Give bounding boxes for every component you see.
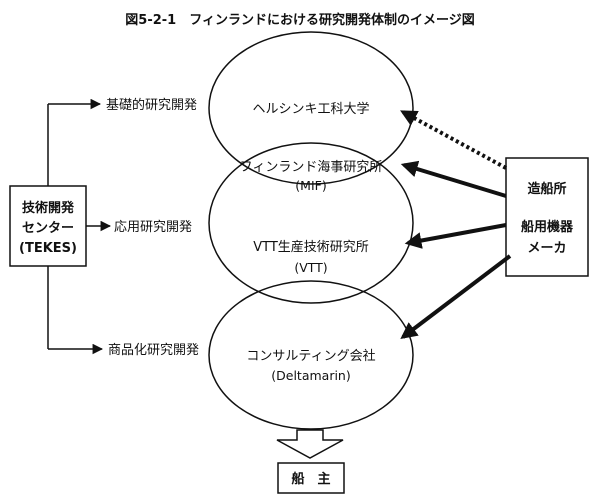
helsinki-label: ヘルシンキ工科大学 <box>252 101 369 117</box>
ellipse-applied-research <box>208 142 414 304</box>
stage-applied-label: 応用研究開発 <box>114 220 192 235</box>
tekes-line-1: 技術開発 <box>22 200 75 216</box>
mif-name-label: フィンランド海事研究所 <box>240 160 383 175</box>
hollow-down-arrow <box>276 429 344 459</box>
ellipse-basic-research <box>208 31 414 185</box>
stage-basic-label: 基礎的研究開発 <box>106 97 197 113</box>
deltamarin-abbr-label: (Deltamarin) <box>271 368 350 383</box>
stage-commercial-label: 商品化研究開発 <box>108 343 199 358</box>
deltamarin-name-label: コンサルティング会社 <box>246 348 375 364</box>
dotted-arrow-to-helsinki <box>400 110 507 170</box>
mif-abbr-label: (MIF) <box>295 178 326 193</box>
tekes-line-3: (TEKES) <box>19 241 77 256</box>
figure-title: 図5-2-1 フィンランドにおける研究開発体制のイメージ図 <box>125 12 474 28</box>
makers-box <box>505 157 589 277</box>
makers-line-2: 船用機器 <box>521 219 574 235</box>
arrow-to-mif <box>400 160 507 198</box>
tekes-line-2: センター <box>22 221 74 236</box>
ellipse-commercial-research <box>208 280 414 430</box>
vtt-name-label: VTT生産技術研究所 <box>253 239 369 255</box>
vtt-abbr-label: (VTT) <box>294 260 327 275</box>
owner-label: 船 主 <box>291 471 330 487</box>
arrow-to-vtt <box>404 223 507 249</box>
owner-box <box>277 462 345 494</box>
makers-line-3: メーカ <box>527 241 566 256</box>
makers-line-1: 造船所 <box>527 181 566 197</box>
arrow-to-deltamarin <box>400 254 512 340</box>
